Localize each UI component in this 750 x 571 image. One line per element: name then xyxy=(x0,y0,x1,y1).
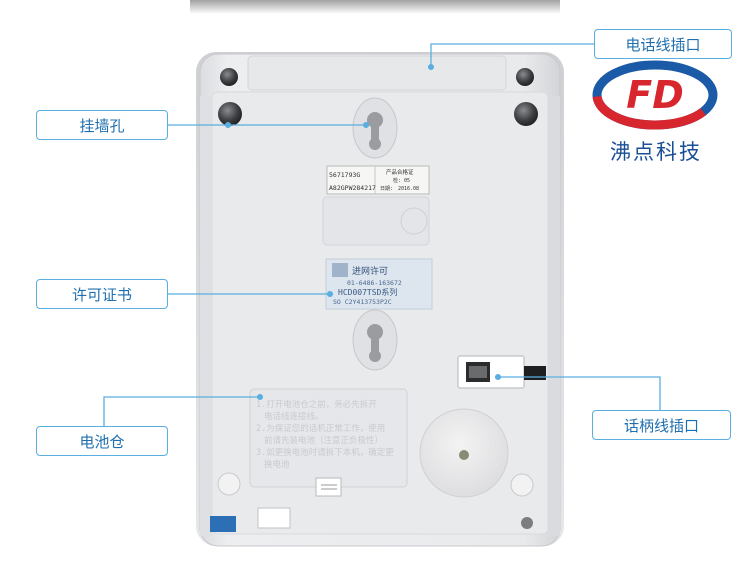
license-number: 01-6486-163672 xyxy=(347,279,402,287)
battery-line-3: 2.为保证您的话机正常工作，使用 xyxy=(256,423,385,434)
sticker-text: 5671793G A82GPW284217 产品合格证 检: 05 日期: 20… xyxy=(256,168,419,470)
callout-license: 许可证书 xyxy=(36,279,168,309)
label-date-label: 日期: xyxy=(380,186,393,192)
wall-mount-holes xyxy=(352,97,398,371)
license-code: SO C2Y413753P2C xyxy=(333,298,392,306)
bottom-tabs xyxy=(210,507,291,532)
label-model: 5671793G xyxy=(329,171,360,179)
network-license-sticker xyxy=(325,258,433,310)
top-shadow xyxy=(190,0,560,14)
label-date: 2016.08 xyxy=(398,186,419,192)
battery-line-4: 前请先装电池（注意正负极性） xyxy=(264,435,383,446)
label-serial: A82GPW284217 xyxy=(329,184,376,192)
label-title: 产品合格证 xyxy=(386,168,414,176)
brand-logo: FD xyxy=(592,60,718,130)
callout-phone-line-port: 电话线插口 xyxy=(594,29,732,59)
callout-leader-lines xyxy=(103,43,661,426)
battery-line-5: 3.如更换电池时请拆下本机，确定更 xyxy=(256,447,394,458)
callout-wall-hole: 挂墙孔 xyxy=(36,110,168,140)
speaker-grille xyxy=(419,408,509,498)
license-title: 进网许可 xyxy=(352,265,388,277)
logo-letters: FD xyxy=(626,73,684,117)
product-label-sticker xyxy=(322,165,430,246)
battery-cover xyxy=(249,388,408,497)
license-model: HCD007TSD系列 xyxy=(338,287,397,297)
callout-battery: 电池仓 xyxy=(36,426,168,456)
label-inspector: 检: 05 xyxy=(393,177,410,184)
brand-name: 沸点科技 xyxy=(610,140,702,164)
battery-line-6: 换电池 xyxy=(264,459,290,470)
battery-line-1: 1.打开电池仓之前，务必先拆开 xyxy=(256,399,377,410)
battery-line-2: 电话线连接线。 xyxy=(264,411,324,422)
callout-handset-port: 话柄线插口 xyxy=(592,410,731,440)
